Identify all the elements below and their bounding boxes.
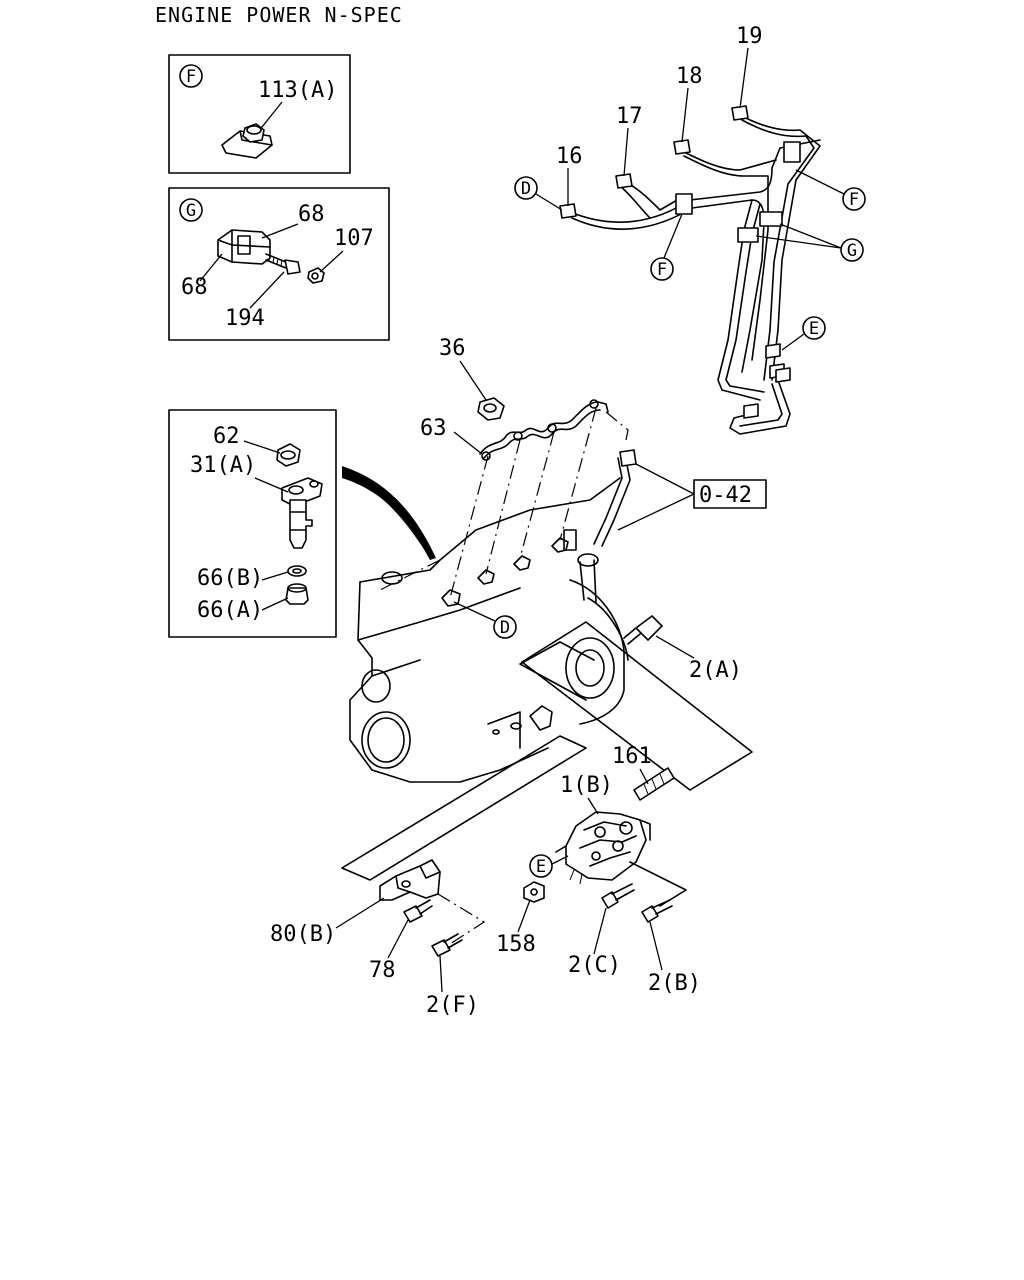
part-label-78: 78 <box>369 958 396 983</box>
part-label-113a: 113(A) <box>258 78 337 103</box>
injection-pump <box>521 621 753 923</box>
callout-f-lower: F <box>657 260 667 280</box>
part-2a-bolt <box>635 615 663 641</box>
part-label-31a: 31(A) <box>190 453 256 478</box>
bracket-80b <box>341 735 587 957</box>
inset-g-callout: G <box>186 201 196 221</box>
detail-pointer <box>342 466 436 560</box>
part-36-eyebolt <box>477 397 505 421</box>
part-label-66b: 66(B) <box>197 566 263 591</box>
callout-f-pipe: F <box>849 190 859 210</box>
part-label-80b: 80(B) <box>270 922 336 947</box>
part-label-161: 161 <box>612 744 652 769</box>
part-label-2c: 2(C) <box>568 953 621 978</box>
part-label-107: 107 <box>334 226 374 251</box>
inset-injector: 62 31(A) 66(B) 66(A) <box>168 409 337 638</box>
part-label-1b: 1(B) <box>560 773 613 798</box>
part-label-68-top: 68 <box>298 202 325 227</box>
inset-g: G 68 107 68 194 <box>168 187 390 341</box>
part-label-2a: 2(A) <box>689 658 742 683</box>
part-label-2f: 2(F) <box>426 993 479 1018</box>
fuel-injection-pipes: 16 17 18 19 D F F G E <box>514 24 866 435</box>
part-label-66a: 66(A) <box>197 598 263 623</box>
part-label-68-left: 68 <box>181 275 208 300</box>
callout-e-pipe: E <box>809 319 819 339</box>
part-label-16: 16 <box>556 144 583 169</box>
part-label-63: 63 <box>420 416 447 441</box>
part-label-194: 194 <box>225 306 265 331</box>
inset-f-callout: F <box>186 67 196 87</box>
callout-d-pipe: D <box>521 179 531 199</box>
part-label-36: 36 <box>439 336 466 361</box>
engine-block <box>349 399 637 783</box>
part-label-18: 18 <box>676 64 703 89</box>
ref-box-label: 0-42 <box>699 483 752 508</box>
inset-f: F 113(A) <box>168 54 351 174</box>
part-label-158: 158 <box>496 932 536 957</box>
part-label-2b: 2(B) <box>648 971 701 996</box>
part-label-17: 17 <box>616 104 643 129</box>
part-label-19: 19 <box>736 24 763 49</box>
callout-e-pump: E <box>536 857 546 877</box>
diagram-title: ENGINE POWER N-SPEC <box>155 3 403 27</box>
part-label-62: 62 <box>213 424 240 449</box>
callout-g-pipe: G <box>847 241 857 261</box>
callout-d-engine: D <box>500 618 510 638</box>
